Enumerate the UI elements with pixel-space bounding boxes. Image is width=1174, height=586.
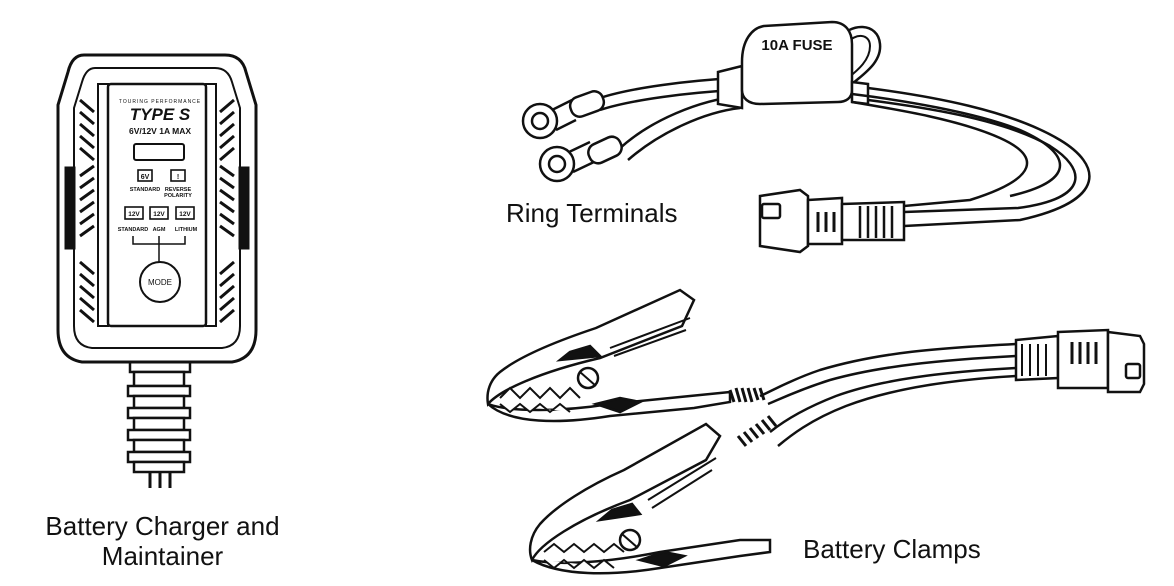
brand-tagline: TOURING PERFORMANCE [119, 99, 201, 105]
ring-terminal-2 [538, 135, 623, 183]
right-grip [219, 98, 250, 324]
indicator-12v-agm [149, 206, 169, 220]
battery-clamp-top [486, 288, 732, 423]
charger-caption: Battery Charger and Maintainer [20, 511, 305, 571]
sae-connector-clamps [1014, 328, 1146, 394]
label-polarity: POLARITY [164, 193, 192, 199]
brand-logo: TYPE S [130, 105, 191, 124]
indicator-6v-label: 6V [141, 174, 150, 181]
battery-clamps-caption: Battery Clamps [803, 534, 981, 564]
indicator-reverse [170, 169, 186, 182]
indicator-12v-lithium [175, 206, 195, 220]
sae-connector-ring [758, 188, 906, 254]
charger-cable [126, 362, 192, 488]
battery-clamp-cable [486, 288, 1146, 575]
label-standard: STANDARD [118, 227, 148, 233]
label-reverse: REVERSE [165, 187, 192, 193]
charger-caption-line2: Maintainer [101, 541, 224, 571]
display-window [133, 143, 185, 161]
charger-caption-line1: Battery Charger and [45, 511, 280, 541]
indicator-12v-lithium-label: 12V [179, 211, 191, 218]
indicator-12v-standard-label: 12V [128, 211, 140, 218]
label-lithium: LITHIUM [175, 227, 198, 233]
indicator-12v-agm-label: 12V [153, 211, 165, 218]
fuse-label: 10A FUSE [761, 37, 832, 54]
mode-button [139, 261, 181, 303]
indicator-6v [137, 169, 153, 182]
left-grip [64, 98, 95, 324]
ring-terminal-1 [521, 90, 606, 140]
indicator-reverse-label: ! [177, 174, 179, 181]
label-standard-top: STANDARD [130, 187, 160, 193]
inline-fuse [716, 20, 882, 110]
rating-label: 6V/12V 1A MAX [129, 126, 191, 136]
battery-charger [56, 53, 258, 488]
charger-labels: TOURING PERFORMANCE TYPE S 6V/12V 1A MAX… [118, 99, 201, 287]
ring-terminals-caption: Ring Terminals [506, 198, 678, 228]
label-agm: AGM [153, 227, 166, 233]
indicator-12v-standard [124, 206, 144, 220]
mode-label: MODE [148, 278, 172, 287]
ring-terminal-cable [521, 20, 1091, 254]
battery-clamp-bottom [528, 422, 772, 575]
